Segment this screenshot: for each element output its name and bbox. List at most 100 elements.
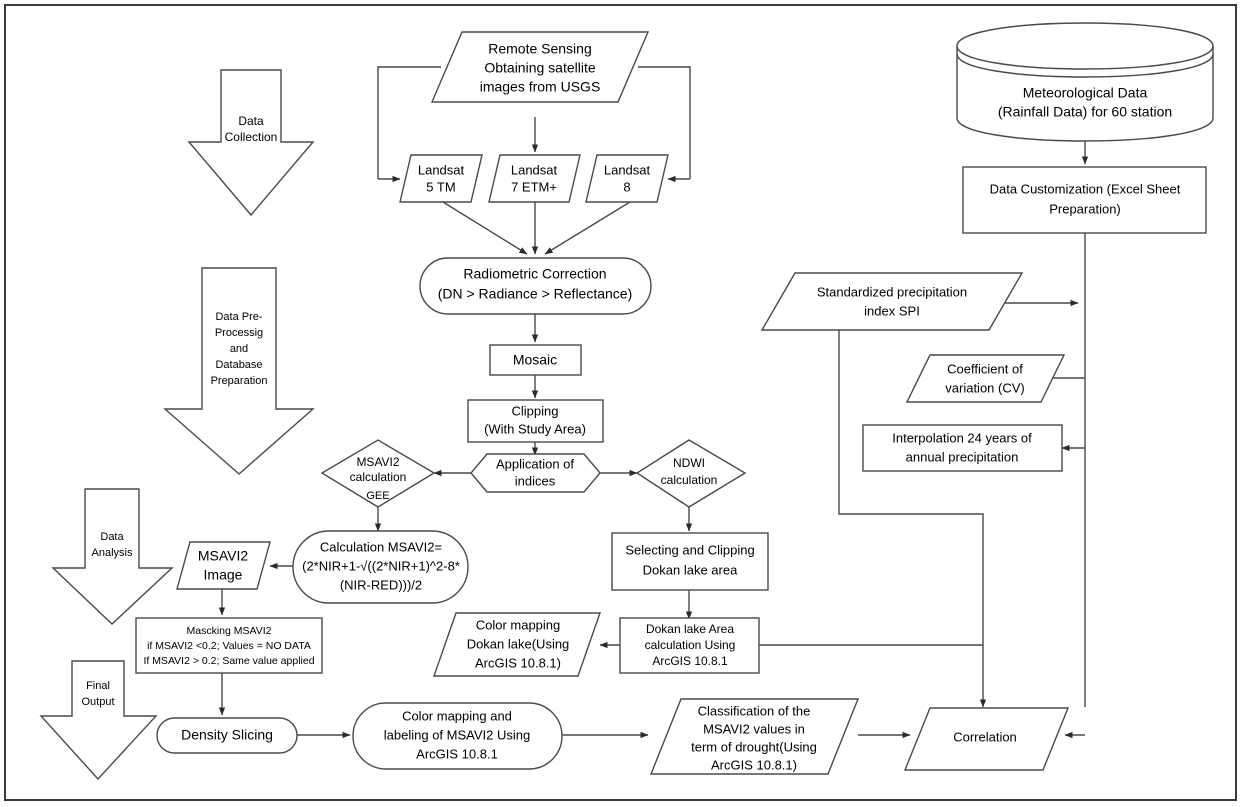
node-dokan-area-calculation[interactable]: Dokan lake Area calculation Using ArcGIS… — [619, 617, 760, 674]
node-meteorological-data[interactable]: Meteorological Data (Rainfall Data) for … — [956, 22, 1214, 142]
node-coefficient-of-variation[interactable]: Coefficient of variation (CV) — [905, 354, 1066, 403]
landsat7-line-2: 7 ETM+ — [511, 179, 557, 194]
node-mosaic[interactable]: Mosaic — [489, 344, 582, 376]
node-correlation[interactable]: Correlation — [903, 707, 1070, 771]
node-landsat8[interactable]: Landsat 8 — [585, 154, 669, 203]
cylinder-top-ellipse — [956, 45, 1214, 70]
colormap-dokan-line-2: Dokan lake(Using — [467, 636, 570, 651]
indices-line-1: Application of — [496, 456, 574, 471]
colormap-dokan-line-3: ArcGIS 10.8.1) — [475, 655, 561, 670]
ndwi-line-2: calculation — [661, 473, 718, 487]
stage-label-line-2: Collection — [225, 130, 278, 144]
meteo-line-2: (Rainfall Data) for 60 station — [998, 104, 1172, 120]
cv-line-1: Coefficient of — [947, 361, 1023, 376]
msavi2calc-line-1: MSAVI2 — [356, 455, 399, 469]
colormap-msavi2-line-2: labeling of MSAVI2 Using — [384, 727, 530, 742]
selecting-line-1: Selecting and Clipping — [625, 542, 754, 557]
customization-line-1: Data Customization (Excel Sheet — [990, 181, 1181, 196]
stage4-label-line-2: Output — [81, 696, 114, 708]
node-density-slicing[interactable]: Density Slicing — [156, 717, 298, 754]
ndwi-line-1: NDWI — [673, 456, 705, 470]
stage2-label-line-3: and — [230, 343, 248, 355]
masking-line-3: If MSAVI2 > 0.2; Same value applied — [143, 655, 314, 667]
node-spi[interactable]: Standardized precipitation index SPI — [760, 272, 1024, 331]
indices-line-2: indices — [515, 473, 556, 488]
node-classification-drought[interactable]: Classification of the MSAVI2 values in t… — [649, 698, 860, 775]
landsat8-line-1: Landsat — [604, 162, 651, 177]
landsat5-line-1: Landsat — [418, 162, 465, 177]
classification-line-4: ArcGIS 10.8.1) — [711, 757, 797, 772]
mosaic-label: Mosaic — [513, 352, 557, 368]
node-remote-sensing[interactable]: Remote Sensing Obtaining satellite image… — [430, 31, 650, 103]
node-masking-msavi2[interactable]: Mascking MSAVI2 if MSAVI2 <0.2; Values =… — [135, 617, 323, 674]
stage-arrow-final-output: Final Output — [39, 660, 158, 781]
cylinder-second-ellipse — [956, 53, 1214, 78]
radiometric-line-2: (DN > Radiance > Reflectance) — [438, 286, 633, 302]
stage3-label-line-2: Analysis — [92, 547, 133, 559]
formula-line-1: Calculation MSAVI2= — [320, 539, 442, 554]
node-ndwi-calculation[interactable]: NDWI calculation — [635, 439, 747, 508]
formula-line-3: (NIR-RED)))/2 — [340, 577, 422, 592]
stage3-label-line-1: Data — [100, 531, 124, 543]
stage-arrow-data-collection: Data Collection — [187, 69, 315, 217]
selecting-line-2: Dokan lake area — [643, 562, 738, 577]
node-color-mapping-msavi2[interactable]: Color mapping and labeling of MSAVI2 Usi… — [352, 702, 563, 770]
colormap-msavi2-line-1: Color mapping and — [402, 708, 512, 723]
meteo-line-1: Meteorological Data — [1023, 85, 1148, 101]
node-application-of-indices[interactable]: Application of indices — [470, 453, 601, 493]
node-radiometric-correction[interactable]: Radiometric Correction (DN > Radiance > … — [419, 257, 652, 315]
landsat7-line-1: Landsat — [511, 162, 558, 177]
formula-line-2: (2*NIR+1-√((2*NIR+1)^2-8* — [302, 558, 460, 573]
remote-sensing-line-2: Obtaining satellite — [484, 60, 596, 76]
classification-line-1: Classification of the — [698, 703, 811, 718]
dokanarea-line-3: ArcGIS 10.8.1 — [652, 654, 728, 668]
node-landsat7[interactable]: Landsat 7 ETM+ — [488, 154, 581, 203]
node-interpolation[interactable]: Interpolation 24 years of annual precipi… — [862, 424, 1063, 472]
remote-sensing-line-3: images from USGS — [480, 79, 601, 95]
node-msavi2-calculation[interactable]: MSAVI2 calculation GEE — [320, 439, 436, 508]
spi-line-1: Standardized precipitation — [817, 284, 967, 299]
remote-sensing-line-1: Remote Sensing — [488, 41, 592, 57]
radiometric-line-1: Radiometric Correction — [463, 266, 606, 282]
stage-arrow-data-analysis: Data Analysis — [51, 488, 174, 625]
stage2-label-line-2: Processig — [215, 327, 263, 339]
node-data-customization[interactable]: Data Customization (Excel Sheet Preparat… — [962, 166, 1207, 234]
stage-arrow-preprocessing: Data Pre- Processig and Database Prepara… — [163, 267, 315, 475]
dokanarea-line-1: Dokan lake Area — [646, 622, 734, 636]
node-selecting-clipping-dokan[interactable]: Selecting and Clipping Dokan lake area — [611, 532, 769, 591]
classification-line-3: term of drought(Using — [691, 739, 817, 754]
colormap-msavi2-line-3: ArcGIS 10.8.1 — [416, 746, 498, 761]
spi-line-2: index SPI — [864, 303, 920, 318]
colormap-dokan-line-1: Color mapping — [476, 617, 561, 632]
node-clipping[interactable]: Clipping (With Study Area) — [467, 399, 604, 443]
interpolation-line-1: Interpolation 24 years of — [892, 430, 1032, 445]
diagram-frame — [4, 4, 1237, 801]
edge-rs-left-vert — [377, 66, 441, 179]
msavi2image-line-1: MSAVI2 — [198, 548, 249, 564]
stage4-label-line-1: Final — [86, 680, 110, 692]
masking-line-2: if MSAVI2 <0.2; Values = NO DATA — [147, 640, 311, 652]
landsat8-line-2: 8 — [623, 179, 630, 194]
customization-line-2: Preparation) — [1049, 201, 1121, 216]
cv-line-2: variation (CV) — [945, 380, 1024, 395]
interpolation-line-2: annual precipitation — [906, 449, 1019, 464]
node-landsat5[interactable]: Landsat 5 TM — [399, 154, 483, 203]
edge-landsat5-to-radiometric — [442, 201, 528, 255]
landsat5-line-2: 5 TM — [426, 179, 455, 194]
classification-line-2: MSAVI2 values in — [703, 721, 805, 736]
stage2-label-line-1: Data Pre- — [215, 311, 262, 323]
edge-spi-down-to-correlation — [838, 330, 987, 708]
correlation-label: Correlation — [953, 729, 1017, 744]
stage2-label-line-5: Preparation — [211, 375, 268, 387]
edge-rs-right-vert — [638, 66, 691, 179]
clipping-line-1: Clipping — [512, 403, 559, 418]
node-msavi2-image[interactable]: MSAVI2 Image — [176, 541, 271, 590]
msavi2calc-sublabel-gee: GEE — [366, 490, 389, 502]
clipping-line-2: (With Study Area) — [484, 421, 586, 436]
node-calculation-msavi2-formula[interactable]: Calculation MSAVI2= (2*NIR+1-√((2*NIR+1)… — [292, 530, 469, 604]
stage-label-line-1: Data — [238, 114, 264, 128]
stage2-label-line-4: Database — [215, 359, 262, 371]
node-color-mapping-dokan[interactable]: Color mapping Dokan lake(Using ArcGIS 10… — [433, 612, 601, 677]
dokanarea-line-2: calculation Using — [645, 638, 736, 652]
